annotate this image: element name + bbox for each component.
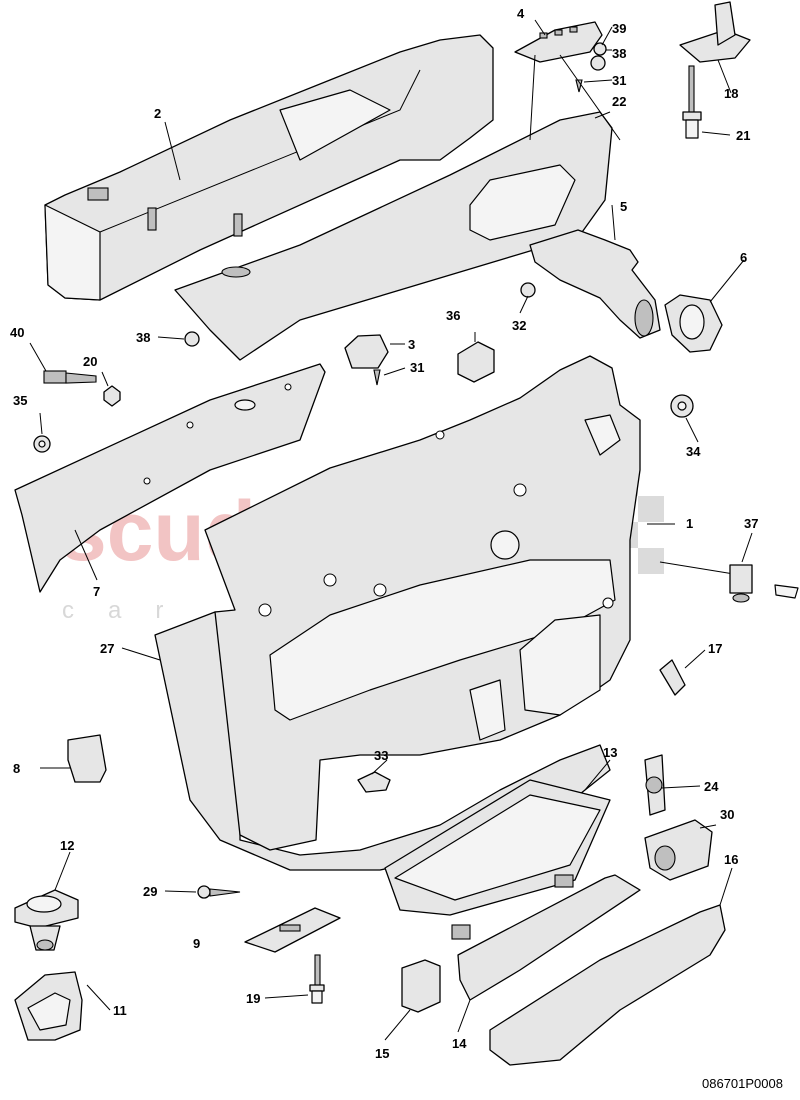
callout-34: 34 bbox=[686, 444, 701, 459]
part-29-screw bbox=[197, 885, 241, 899]
part-6-bezel bbox=[664, 294, 723, 353]
part-2-upper-trim bbox=[44, 34, 494, 301]
callouts: 1 2 3 4 5 6 7 8 9 11 12 13 14 15 16 17 1… bbox=[10, 6, 758, 1061]
callout-29: 29 bbox=[143, 884, 157, 899]
part-37-grommet bbox=[659, 561, 799, 603]
part-13-pocket bbox=[384, 779, 611, 940]
part-19-rivet bbox=[309, 954, 325, 1004]
callout-20: 20 bbox=[83, 354, 97, 369]
callout-17: 17 bbox=[708, 641, 722, 656]
callout-16: 16 bbox=[724, 852, 738, 867]
callout-6: 6 bbox=[740, 250, 747, 265]
callout-4: 4 bbox=[517, 6, 525, 21]
part-21-rivet bbox=[682, 65, 702, 139]
callout-40: 40 bbox=[10, 325, 24, 340]
callout-35: 35 bbox=[13, 393, 27, 408]
part-30-cap bbox=[644, 819, 713, 881]
callout-15: 15 bbox=[375, 1046, 389, 1061]
part-17-clip bbox=[659, 659, 686, 696]
callout-38b: 38 bbox=[612, 46, 626, 61]
callout-27: 27 bbox=[100, 641, 114, 656]
part-34-clip bbox=[670, 394, 694, 418]
callout-11: 11 bbox=[113, 1003, 127, 1018]
part-33-nut bbox=[357, 771, 391, 793]
callout-2: 2 bbox=[154, 106, 161, 121]
part-11-bracket bbox=[14, 971, 83, 1041]
drawing-code: 086701P0008 bbox=[702, 1076, 783, 1091]
callout-21: 21 bbox=[736, 128, 750, 143]
callout-3: 3 bbox=[408, 337, 415, 352]
callout-18: 18 bbox=[724, 86, 738, 101]
part-18-striker bbox=[679, 1, 751, 63]
callout-13: 13 bbox=[603, 745, 617, 760]
part-1-door-frame bbox=[204, 355, 641, 851]
callout-9: 9 bbox=[193, 936, 200, 951]
callout-39: 39 bbox=[612, 21, 626, 36]
leader-lines bbox=[29, 19, 753, 1041]
part-7-panel bbox=[14, 363, 326, 593]
callout-32: 32 bbox=[512, 318, 526, 333]
callout-12: 12 bbox=[60, 838, 74, 853]
part-16-cover bbox=[489, 904, 726, 1066]
callout-38a: 38 bbox=[136, 330, 150, 345]
part-36-pad bbox=[457, 341, 495, 383]
part-9-plate bbox=[244, 907, 341, 953]
part-24-handle bbox=[644, 754, 666, 816]
callout-5: 5 bbox=[620, 199, 627, 214]
callout-31b: 31 bbox=[410, 360, 424, 375]
callout-24: 24 bbox=[704, 779, 719, 794]
callout-7: 7 bbox=[93, 584, 100, 599]
part-8-clip bbox=[67, 734, 107, 783]
part-12-fastener bbox=[14, 889, 79, 951]
callout-30: 30 bbox=[720, 807, 734, 822]
part-5-duct bbox=[529, 229, 661, 339]
callout-36: 36 bbox=[446, 308, 460, 323]
callout-31a: 31 bbox=[612, 73, 626, 88]
part-14-trim bbox=[457, 874, 641, 1001]
small-hardware bbox=[33, 42, 607, 453]
callout-1: 1 bbox=[686, 516, 693, 531]
part-4-switch-frame bbox=[514, 21, 603, 63]
callout-14: 14 bbox=[452, 1036, 467, 1051]
callout-37: 37 bbox=[744, 516, 758, 531]
part-15-clip bbox=[401, 959, 441, 1013]
part-22-armrest-trim bbox=[174, 111, 613, 361]
callout-22: 22 bbox=[612, 94, 626, 109]
callout-19: 19 bbox=[246, 991, 260, 1006]
part-3-bracket bbox=[344, 334, 389, 369]
callout-33: 33 bbox=[374, 748, 388, 763]
callout-8: 8 bbox=[13, 761, 20, 776]
